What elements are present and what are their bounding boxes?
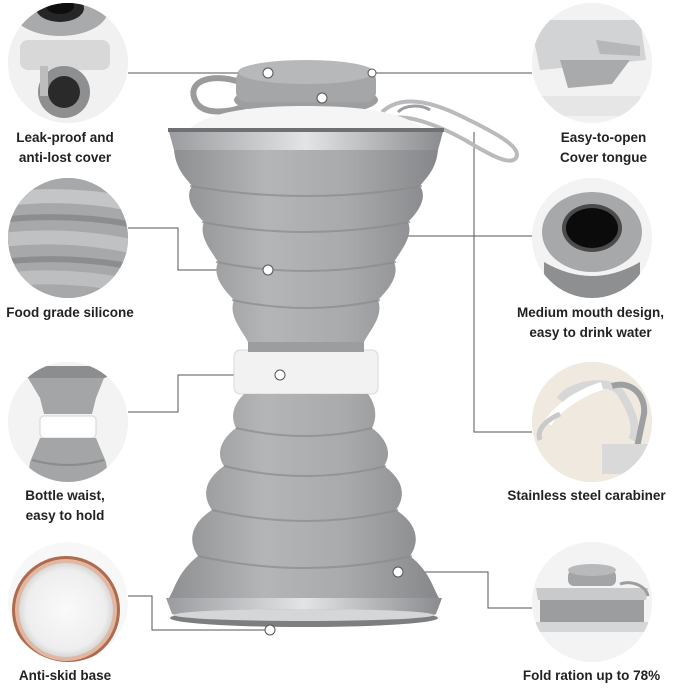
feature-label-line: Easy-to-open [560, 130, 647, 145]
feature-label-line: Fold ration up to 78% [522, 668, 661, 683]
feature-label-line: Bottle waist, [25, 488, 105, 503]
detail-leak-proof-cover [8, 3, 128, 123]
feature-label-line: Leak-proof and [16, 130, 114, 145]
feature-label-line: Medium mouth design, [517, 305, 664, 320]
dot-silicone [262, 264, 274, 276]
detail-fold-ratio [532, 542, 652, 662]
feature-label-medium-mouth: Medium mouth design, easy to drink water [502, 303, 679, 343]
feature-label-line: easy to drink water [529, 325, 652, 340]
leader-carabiner [473, 132, 532, 433]
dot-cover [262, 67, 274, 79]
leader-bottle-waist [128, 374, 278, 413]
dot-base [264, 624, 276, 636]
waist-band [233, 349, 379, 395]
feature-label-line: Anti-skid base [18, 668, 112, 683]
feature-label-easy-open: Easy-to-open Cover tongue [528, 128, 679, 168]
leader-fold [398, 571, 532, 609]
detail-medium-mouth [532, 178, 652, 298]
dot-waist [274, 369, 286, 381]
collapsible-bottle [166, 60, 519, 636]
detail-cover-tongue [532, 3, 652, 123]
feature-label-line: Food grade silicone [6, 305, 134, 320]
detail-carabiner [532, 362, 652, 482]
feature-label-carabiner: Stainless steel carabiner [494, 486, 679, 506]
dot-fold [392, 566, 404, 578]
detail-food-grade-silicone [8, 178, 128, 298]
dot-tongue [367, 68, 377, 78]
hanging-loop [190, 75, 247, 115]
feature-label-line: Cover tongue [559, 150, 647, 165]
feature-label-line: anti-lost cover [18, 150, 112, 165]
feature-label-fold-ratio: Fold ration up to 78% [504, 666, 679, 686]
detail-anti-skid-base [8, 542, 128, 662]
detail-bottle-waist [8, 362, 128, 482]
feature-label-food-grade: Food grade silicone [0, 303, 140, 323]
feature-label-bottle-waist: Bottle waist, easy to hold [0, 486, 130, 526]
leader-anti-skid [128, 595, 270, 631]
feature-label-anti-skid: Anti-skid base [0, 666, 130, 686]
feature-label-line: easy to hold [25, 508, 105, 523]
feature-label-line: Stainless steel carabiner [507, 488, 666, 503]
feature-label-leak-proof: Leak-proof and anti-lost cover [0, 128, 130, 168]
dot-mouth [316, 92, 328, 104]
